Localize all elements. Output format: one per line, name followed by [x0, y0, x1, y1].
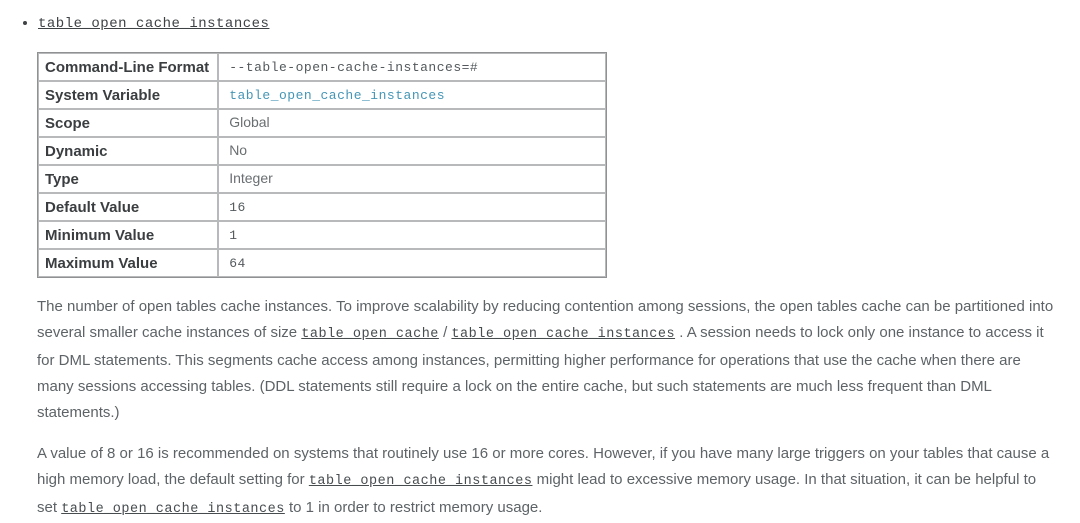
- table-row: Minimum Value 1: [38, 221, 606, 249]
- row-label: System Variable: [38, 81, 219, 109]
- row-label: Default Value: [38, 193, 219, 221]
- row-value: No: [218, 137, 606, 165]
- maximum-value: 64: [229, 256, 246, 271]
- variable-bullet-list: table_open_cache_instances: [0, 14, 1080, 32]
- minimum-value: 1: [229, 228, 238, 243]
- row-label: Type: [38, 165, 219, 193]
- system-variable-link[interactable]: table_open_cache_instances: [229, 88, 446, 103]
- inline-code-link[interactable]: table_open_cache_instances: [308, 474, 533, 489]
- table-row: Scope Global: [38, 109, 606, 137]
- command-line-format-value: --table-open-cache-instances=#: [229, 60, 479, 75]
- table-row: Dynamic No: [38, 137, 606, 165]
- row-value: 64: [218, 249, 606, 277]
- row-value: table_open_cache_instances: [218, 81, 606, 109]
- description-paragraph-2: A value of 8 or 16 is recommended on sys…: [37, 445, 1050, 517]
- type-value: Integer: [229, 170, 273, 186]
- inline-code-link[interactable]: table_open_cache_instances: [61, 502, 285, 517]
- variable-properties-table: Command-Line Format --table-open-cache-i…: [37, 52, 607, 278]
- table-row: Default Value 16: [38, 193, 606, 221]
- row-value: --table-open-cache-instances=#: [218, 53, 606, 81]
- table-row: Command-Line Format --table-open-cache-i…: [38, 53, 606, 81]
- row-value: 1: [218, 221, 606, 249]
- table-row: Maximum Value 64: [38, 249, 606, 277]
- inline-code-link[interactable]: table_open_cache: [301, 327, 439, 342]
- row-label: Command-Line Format: [38, 53, 219, 81]
- variable-heading-link[interactable]: table_open_cache_instances: [38, 16, 270, 32]
- description-paragraph-1: The number of open tables cache instance…: [37, 298, 1054, 421]
- row-label: Dynamic: [38, 137, 219, 165]
- row-label: Maximum Value: [38, 249, 219, 277]
- list-item: table_open_cache_instances: [38, 14, 1080, 32]
- table-row: Type Integer: [38, 165, 606, 193]
- table-row: System Variable table_open_cache_instanc…: [38, 81, 606, 109]
- row-value: Integer: [218, 165, 606, 193]
- row-value: Global: [218, 109, 606, 137]
- row-label: Scope: [38, 109, 219, 137]
- scope-value: Global: [229, 114, 270, 130]
- row-value: 16: [218, 193, 606, 221]
- default-value: 16: [229, 200, 246, 215]
- row-label: Minimum Value: [38, 221, 219, 249]
- inline-code-link[interactable]: table_open_cache_instances: [451, 327, 676, 342]
- dynamic-value: No: [229, 142, 248, 158]
